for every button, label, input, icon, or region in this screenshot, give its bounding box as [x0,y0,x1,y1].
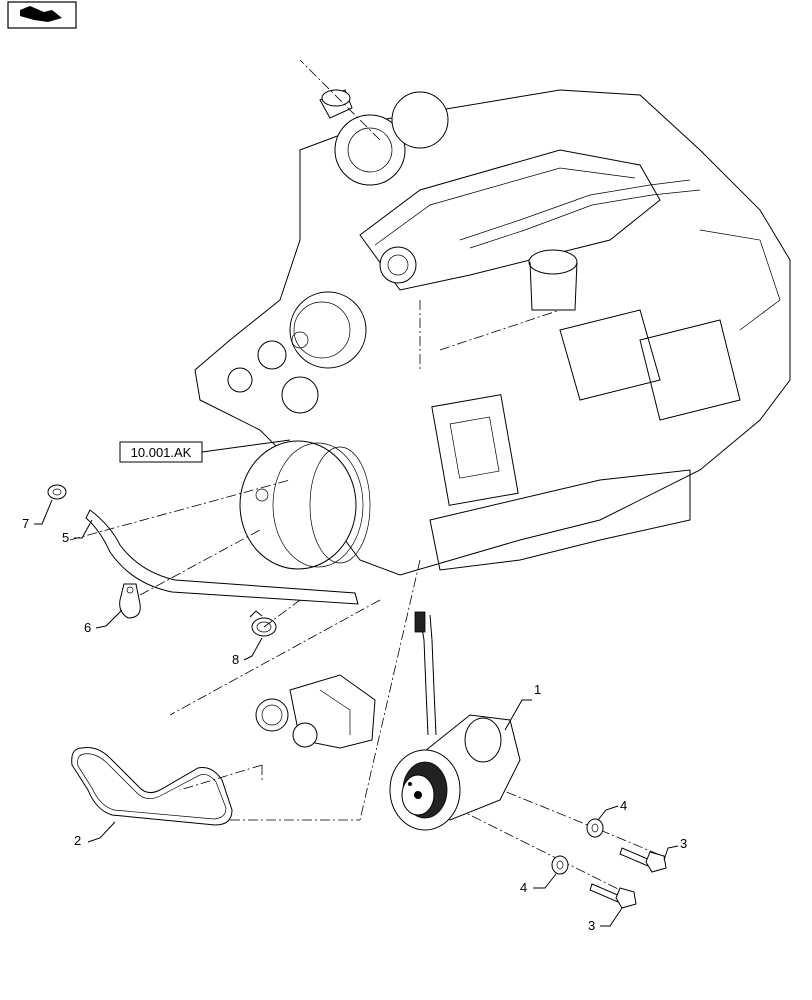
clamp [119,583,141,619]
belt-tensioner-assembly [255,674,376,749]
callout-3[interactable]: 3 [663,836,687,861]
hose-clamp [249,610,277,637]
svg-text:5: 5 [62,530,69,545]
engine-assembly [194,59,791,576]
callout-2[interactable]: 2 [74,821,116,848]
callout-7[interactable]: 7 [22,499,53,531]
callout-6[interactable]: 6 [84,609,123,635]
assembly-centerlines [69,479,661,891]
svg-text:7: 7 [22,516,29,531]
svg-text:3: 3 [680,836,687,851]
callout-8[interactable]: 8 [232,637,263,667]
svg-text:1: 1 [534,682,541,697]
clip [47,484,67,500]
svg-text:4: 4 [520,880,527,895]
callout-1[interactable]: 1 [504,682,541,731]
reference-callout[interactable]: 10.001.AK [119,439,291,463]
arrow-right-icon[interactable] [7,1,77,29]
svg-text:6: 6 [84,620,91,635]
svg-text:3: 3 [588,918,595,933]
reference-label: 10.001.AK [131,445,192,460]
callout-4[interactable]: 4 [520,873,557,895]
ac-compressor [389,611,521,831]
callout-3[interactable]: 3 [588,907,623,933]
drive-belt [71,747,233,826]
svg-text:8: 8 [232,652,239,667]
bolt [619,847,667,873]
svg-text:2: 2 [74,833,81,848]
hose [85,509,359,605]
callout-5[interactable]: 5 [62,519,93,545]
washer [551,855,569,875]
callout-4[interactable]: 4 [597,798,627,821]
svg-text:4: 4 [620,798,627,813]
washer [586,818,604,838]
bolt [589,883,637,909]
